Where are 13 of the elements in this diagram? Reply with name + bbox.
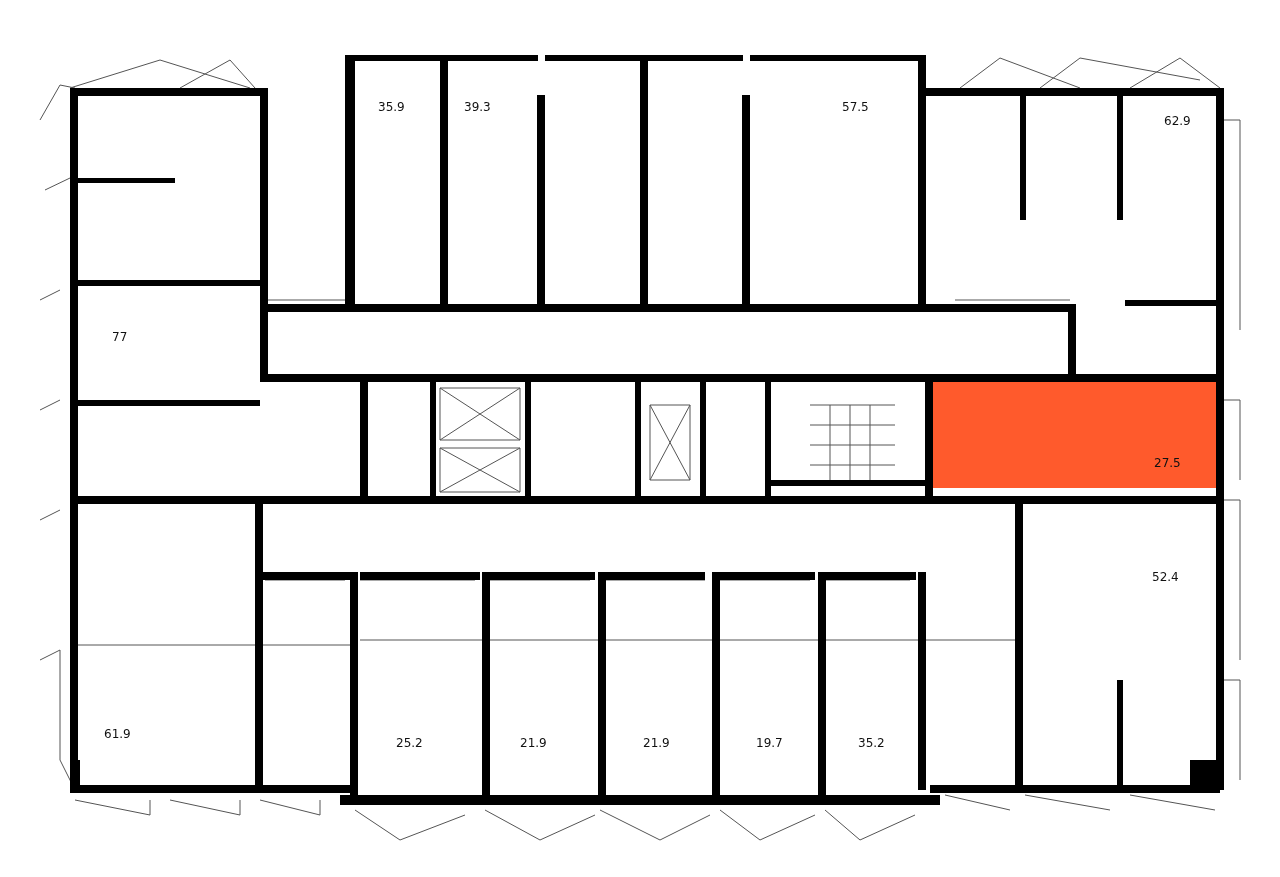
area-label: 57.5	[842, 100, 869, 114]
area-label: 19.7	[756, 736, 783, 750]
area-label: 21.9	[520, 736, 547, 750]
area-label: 21.9	[643, 736, 670, 750]
area-label: 39.3	[464, 100, 491, 114]
area-label: 62.9	[1164, 114, 1191, 128]
area-label: 25.2	[396, 736, 423, 750]
area-label: 35.9	[378, 100, 405, 114]
area-label: 27.5	[1154, 456, 1181, 470]
area-label: 77	[112, 330, 128, 344]
area-label: 52.4	[1152, 570, 1179, 584]
area-label: 61.9	[104, 727, 131, 741]
area-label: 35.2	[858, 736, 885, 750]
